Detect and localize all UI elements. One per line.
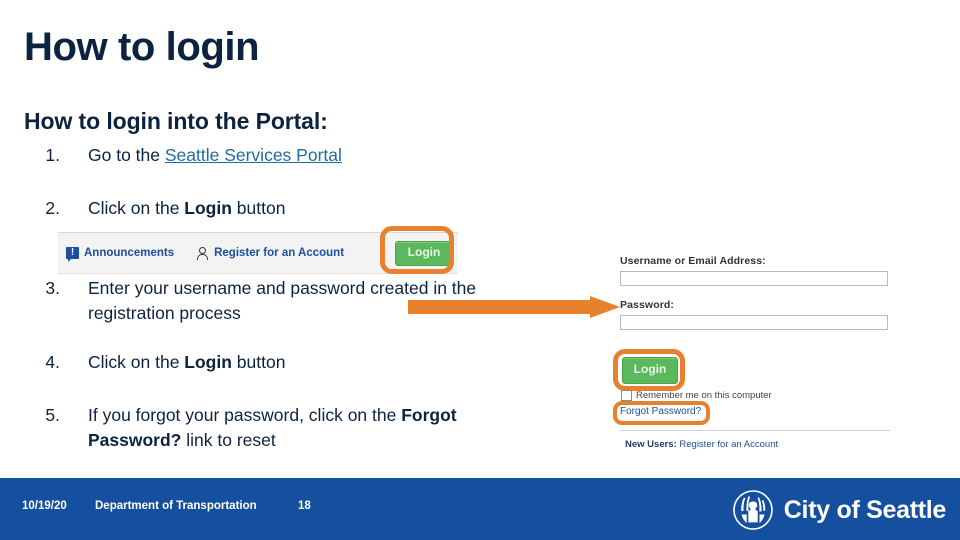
step-text-pre: Click on the [88, 352, 185, 372]
step-number: 2. [45, 198, 60, 218]
seattle-seal-icon [732, 490, 773, 530]
step-text: Enter your username and password created… [88, 278, 477, 324]
footer-date: 10/19/20 [22, 500, 67, 512]
step-number: 4. [45, 352, 60, 372]
seattle-services-portal-link[interactable]: Seattle Services Portal [164, 145, 342, 165]
step-number: 3. [45, 278, 60, 298]
footer-department: Department of Transportation [95, 500, 257, 512]
footer-page-number: 18 [298, 500, 311, 512]
toolbar-register-item[interactable]: Register for an Account [196, 246, 345, 260]
step-text-bold: Login [184, 352, 232, 372]
list-item-step-3: 3. Enter your username and password crea… [26, 276, 506, 327]
toolbar-announcements-item[interactable]: Announcements [66, 246, 175, 262]
step-text-post: link to reset [181, 430, 276, 451]
announcement-icon [66, 246, 79, 262]
login-form-screenshot: Username or Email Address: Password: [620, 255, 890, 332]
step-text-post: button [231, 198, 286, 218]
form-spacer [620, 288, 890, 299]
accela-toolbar-screenshot: Announcements Register for an Account Lo… [58, 232, 458, 274]
step-text: Click on the Login button [88, 196, 496, 221]
step-text-post: button [231, 352, 286, 372]
page-title: How to login [24, 25, 260, 69]
step-number: 1. [45, 145, 60, 165]
form-login-button[interactable]: Login [622, 357, 678, 384]
logo-text: City of Seattle [783, 495, 947, 524]
password-label: Password: [620, 299, 674, 311]
remember-me-row[interactable]: Remember me on this computer [621, 390, 772, 401]
list-item-step-2: 2. Click on the Login button [26, 196, 496, 221]
list-item-step-5: 5. If you forgot your password, click on… [26, 403, 506, 454]
list-item-step-4: 4. Click on the Login button [26, 350, 496, 375]
forgot-password-link[interactable]: Forgot Password? [620, 406, 702, 417]
username-label: Username or Email Address: [620, 255, 766, 267]
username-input[interactable] [620, 271, 888, 286]
orange-arrow-pointer [408, 296, 620, 318]
step-text: Click on the Login button [88, 350, 496, 375]
step-text-pre: If you forgot your password, click on th… [88, 405, 402, 425]
highlight-ring-forgot-password [613, 401, 710, 425]
city-of-seattle-logo: City of Seattle [732, 490, 947, 530]
remember-me-checkbox[interactable] [621, 390, 632, 401]
password-input[interactable] [620, 315, 888, 330]
step-text-bold: Login [184, 198, 232, 218]
list-item-step-1: 1. Go to the Seattle Services Portal [26, 143, 496, 168]
toolbar-announcements-label: Announcements [84, 247, 175, 259]
slide-footer: 10/19/20 Department of Transportation 18… [0, 478, 960, 540]
highlight-ring-toolbar-login [380, 226, 454, 274]
step-text-bold: Forgot Password? [88, 405, 457, 451]
step-text: Go to the Seattle Services Portal [88, 143, 496, 168]
new-users-register-link[interactable]: Register for an Account [676, 439, 779, 450]
step-text-pre: Go to the [88, 145, 165, 165]
toolbar-items: Announcements Register for an Account [58, 233, 458, 273]
body-heading: How to login into the Portal: [24, 108, 328, 134]
new-users-row: New Users: Register for an Account [625, 439, 778, 450]
new-users-label: New Users: [625, 439, 677, 450]
step-text-pre: Click on the [88, 198, 185, 218]
form-divider [620, 430, 890, 431]
arrow-head [590, 296, 620, 318]
toolbar-register-label: Register for an Account [214, 247, 345, 259]
arrow-shaft [408, 300, 590, 314]
user-add-icon [196, 246, 209, 260]
step-number: 5. [45, 405, 60, 425]
step-text: If you forgot your password, click on th… [88, 403, 506, 454]
highlight-ring-form-login [613, 349, 685, 391]
remember-me-label: Remember me on this computer [636, 390, 772, 401]
